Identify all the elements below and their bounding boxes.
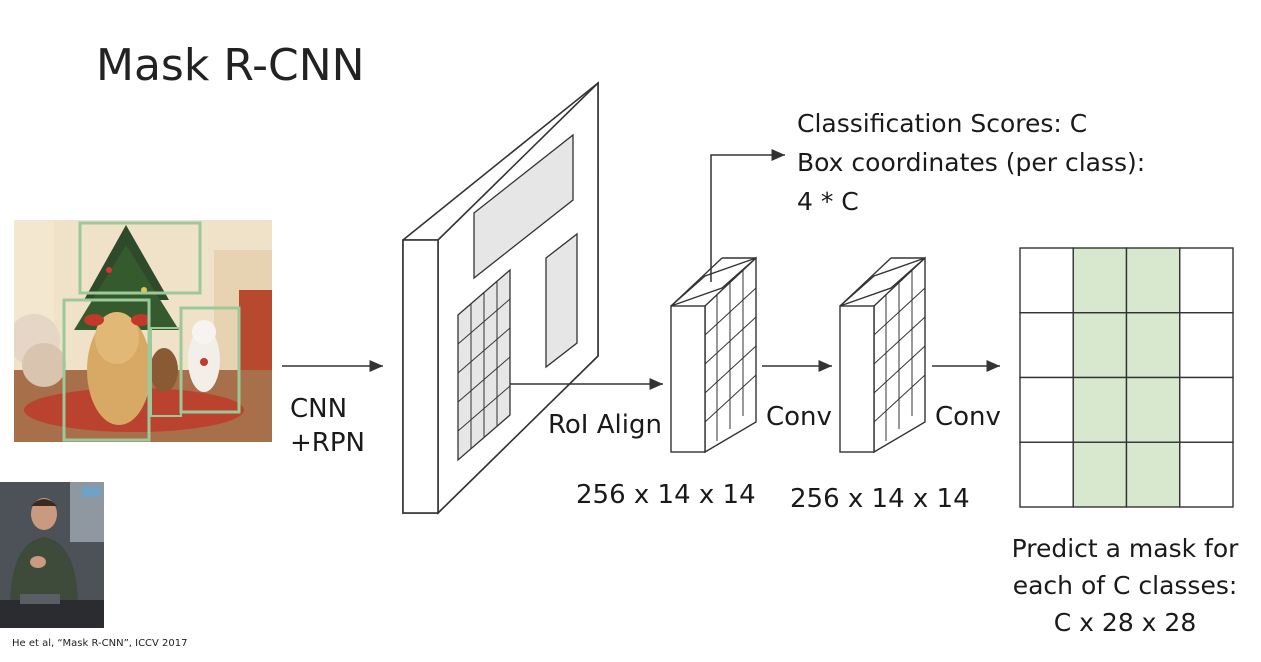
detection-box-tree [78,221,202,295]
detection-box-dog [62,298,151,442]
region-proposal-right [545,232,578,369]
conv-dims-label: 256 x 14 x 14 [790,484,970,514]
arrow-classification [710,149,785,282]
roi-feature-volume [670,256,757,454]
detection-box-cat [179,306,241,414]
mask-cell [1072,247,1128,314]
cnn-rpn-label: CNN +RPN [290,392,365,460]
mask-cell [1072,376,1128,443]
mask-cell [1019,441,1074,508]
conv1-label: Conv [766,402,832,432]
mask-caption: Predict a mask for each of C classes: C … [1000,530,1250,641]
mask-cell [1125,247,1181,314]
input-image-drawing [14,220,272,442]
mask-cell [1072,441,1128,508]
feature-map-volume [402,81,599,515]
mask-cell [1019,312,1074,379]
mask-caption-line1: Predict a mask for [1011,534,1239,563]
classification-output: Classification Scores: C Box coordinates… [797,104,1145,221]
roi-grid [457,268,511,462]
roi-align-label: RoI Align [548,410,662,440]
mask-cell [1179,247,1234,314]
rpn-label: +RPN [290,428,365,458]
mask-cell [1072,312,1128,379]
mask-grid [1019,247,1234,508]
mask-cell [1179,312,1234,379]
box-coordinates-count: 4 * C [797,187,859,216]
cnn-label: CNN [290,394,348,424]
box-coordinates-label: Box coordinates (per class): [797,148,1146,177]
mask-cell [1179,376,1234,443]
mask-cell [1179,441,1234,508]
mask-cell [1019,376,1074,443]
speaker-drawing [0,482,104,628]
input-image [14,220,272,442]
mask-cell [1125,376,1181,443]
conv-feature-volume [839,256,926,454]
mask-cell [1125,441,1181,508]
classification-scores-label: Classification Scores: C [797,109,1088,138]
speaker-video [0,482,104,628]
mask-caption-line3: C x 28 x 28 [1053,608,1197,637]
mask-cell [1125,312,1181,379]
roi-dims-label: 256 x 14 x 14 [576,480,756,510]
mask-cell [1019,247,1074,314]
mask-caption-line2: each of C classes: [1012,571,1238,600]
conv2-label: Conv [935,402,1001,432]
region-proposal-top [473,133,574,280]
citation: He et al, “Mask R-CNN”, ICCV 2017 [12,638,188,649]
slide-title: Mask R-CNN [96,40,365,91]
